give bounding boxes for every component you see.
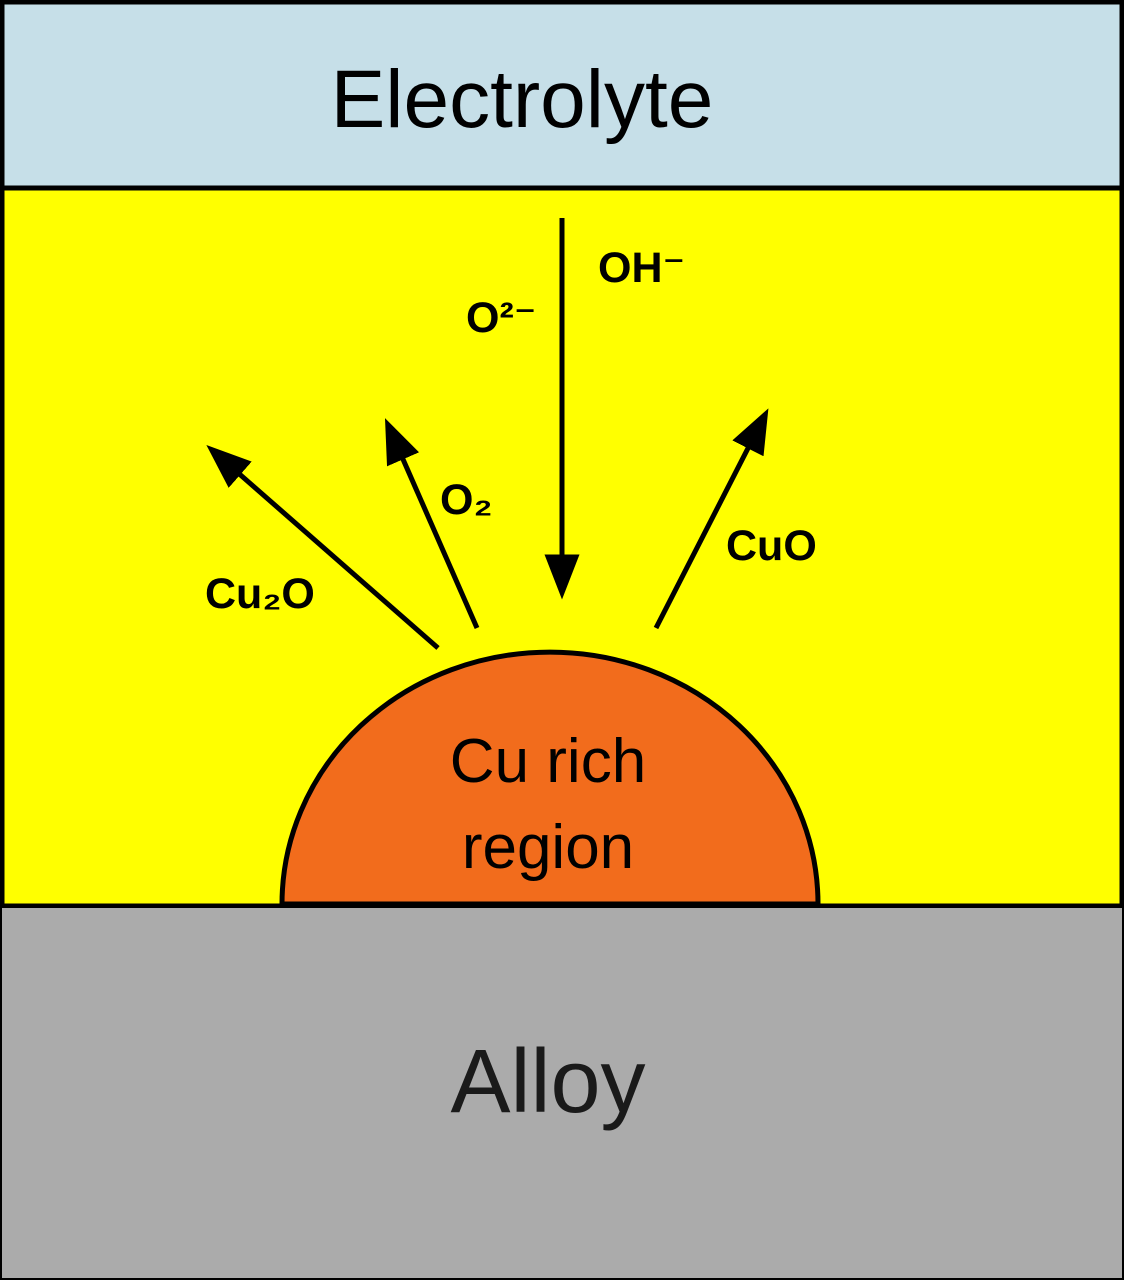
electrolyte-label: Electrolyte (331, 54, 714, 145)
cu-rich-label-line1: Cu rich (450, 727, 646, 796)
cuprous-oxide-label: Cu₂O (205, 570, 315, 618)
o2-outflux-arrow (384, 418, 480, 630)
cuo-outflux-arrow (653, 408, 769, 630)
oxygen-label: O₂ (440, 476, 493, 524)
hydroxide-label: OH⁻ (598, 244, 685, 292)
cupric-oxide-label: CuO (726, 522, 817, 570)
alloy-region (0, 904, 1124, 1280)
alloy-label: Alloy (450, 1032, 645, 1132)
oxide-ion-label: O²⁻ (466, 294, 536, 342)
cu-rich-label-line2: region (462, 813, 634, 882)
cu2o-outflux-arrow (206, 445, 440, 650)
electrolyte-region (0, 0, 1124, 191)
cu-rich-dome (279, 649, 821, 907)
